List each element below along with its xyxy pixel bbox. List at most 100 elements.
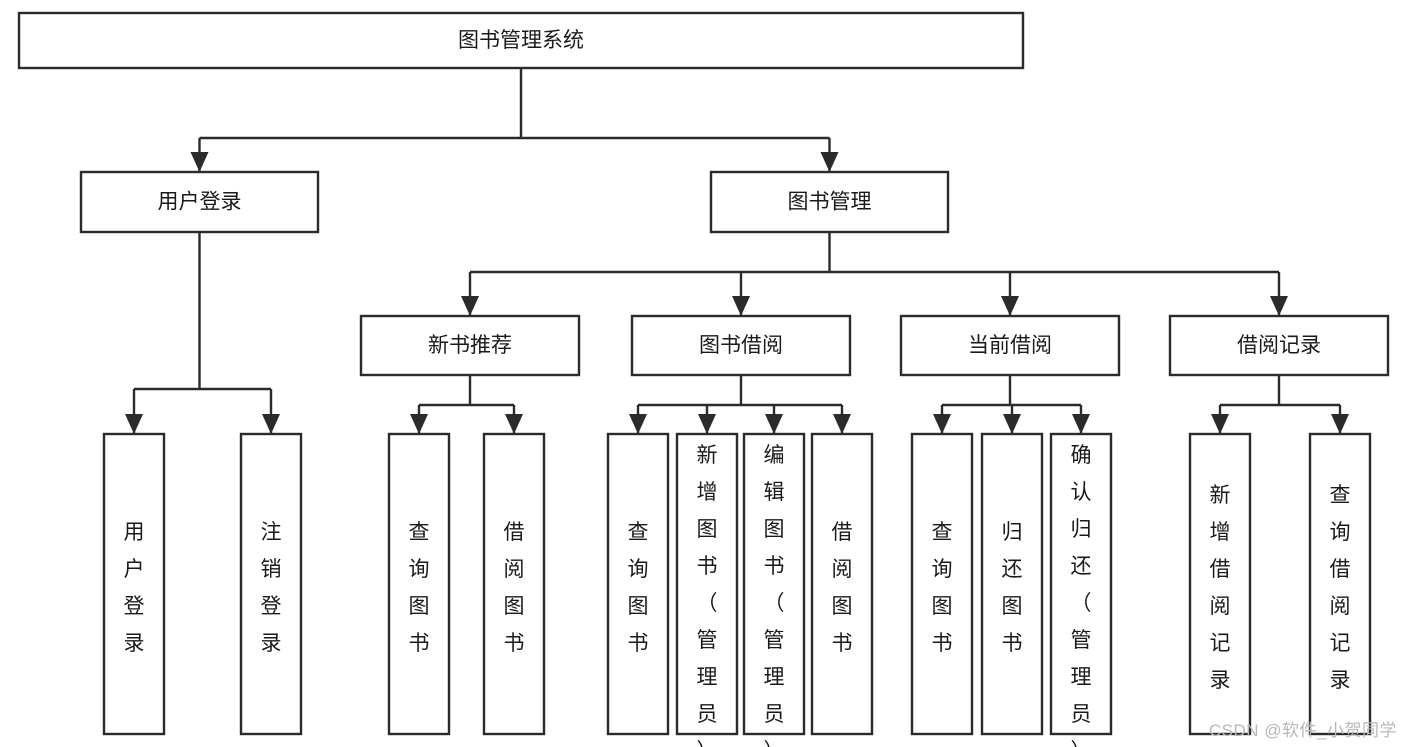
node-label-char: 查 [628, 521, 649, 544]
node-label-char: 录 [1330, 669, 1351, 692]
node-label-char: 借 [832, 521, 853, 544]
node-label-char: 借 [1210, 558, 1231, 581]
node-box [709, 170, 950, 234]
node-box [742, 432, 806, 736]
arrow-head [698, 414, 716, 434]
node-label: 当前借阅 [968, 334, 1052, 357]
arrow-head [505, 414, 523, 434]
node-label-char: 书 [628, 632, 649, 655]
arrow-head [1072, 414, 1090, 434]
node-box [810, 432, 874, 736]
node-label-char: 询 [409, 558, 430, 581]
node-box [79, 170, 320, 234]
node-box [1308, 432, 1372, 736]
node-box [910, 432, 974, 736]
node-box [980, 432, 1044, 736]
node-box [482, 432, 546, 736]
node-borrow-record[interactable]: 借阅记录 [1168, 314, 1390, 377]
node-box [630, 314, 852, 377]
node-label-char: 理 [697, 666, 718, 689]
node-label-char: 书 [832, 632, 853, 655]
node-label-char: ） [764, 740, 785, 747]
node-label-char: 借 [504, 521, 525, 544]
node-label-char: 书 [504, 632, 525, 655]
node-label-char: 登 [261, 595, 282, 618]
arrow-head [461, 296, 479, 316]
node-label-char: 管 [1071, 629, 1092, 652]
node-label-char: 理 [1071, 666, 1092, 689]
node-label-char: 图 [697, 518, 718, 541]
node-label-char: 查 [932, 521, 953, 544]
node-layer: 图书管理系统用户登录图书管理新书推荐图书借阅当前借阅借阅记录用户登录注销登录查询… [17, 11, 1390, 747]
node-box [239, 432, 303, 736]
node-box [387, 432, 451, 736]
node-label-char: 认 [1071, 481, 1092, 504]
node-label-char: 理 [764, 666, 785, 689]
node-label: 借阅记录 [1237, 334, 1321, 357]
node-label-char: 录 [261, 632, 282, 655]
node-book-manage[interactable]: 图书管理 [709, 170, 950, 234]
node-label-char: 书 [697, 555, 718, 578]
node-label-char: 编 [764, 444, 785, 467]
node-label-char: 查 [409, 521, 430, 544]
node-label-char: 还 [1002, 558, 1023, 581]
node-label-char: 记 [1330, 632, 1351, 655]
arrow-head [1003, 414, 1021, 434]
node-user-login[interactable]: 用户登录 [79, 170, 320, 234]
node-label-char: 阅 [1330, 595, 1351, 618]
node-label-char: 图 [932, 595, 953, 618]
node-label-char: 图 [832, 595, 853, 618]
node-leaf-user-login[interactable]: 用户登录 [102, 432, 166, 736]
node-label-char: 归 [1002, 521, 1023, 544]
arrow-head [1211, 414, 1229, 434]
arrow-head [1331, 414, 1349, 434]
node-box [1188, 432, 1252, 736]
node-label-char: 员 [1071, 703, 1092, 726]
node-root[interactable]: 图书管理系统 [17, 11, 1025, 70]
node-label-char: 员 [764, 703, 785, 726]
node-box [606, 432, 670, 736]
node-book-borrow[interactable]: 图书借阅 [630, 314, 852, 377]
node-label-char: （ [1071, 592, 1092, 615]
node-label-char: 确 [1071, 444, 1092, 467]
node-box [675, 432, 739, 736]
node-label-char: 户 [124, 558, 145, 581]
arrow-head [1270, 296, 1288, 316]
node-label-char: 书 [409, 632, 430, 655]
node-label-char: 借 [1330, 558, 1351, 581]
node-label-char: 还 [1071, 555, 1092, 578]
node-label-char: 辑 [764, 481, 785, 504]
arrow-head [262, 414, 280, 434]
node-label-char: （ [764, 592, 785, 615]
node-label-char: ） [1071, 740, 1092, 747]
node-label-char: 阅 [832, 558, 853, 581]
node-label-char: 图 [504, 595, 525, 618]
node-new-book-rec[interactable]: 新书推荐 [359, 314, 581, 377]
node-label-char: 图 [409, 595, 430, 618]
node-label-char: 用 [124, 521, 145, 544]
node-label-char: 管 [764, 629, 785, 652]
node-label-char: 新 [1210, 484, 1231, 507]
node-current-borrow[interactable]: 当前借阅 [899, 314, 1121, 377]
node-label-char: 增 [1210, 521, 1231, 544]
arrow-head [1001, 296, 1019, 316]
node-label-char: 录 [1210, 669, 1231, 692]
node-label-char: 询 [628, 558, 649, 581]
node-box [359, 314, 581, 377]
arrow-head [933, 414, 951, 434]
node-box [102, 432, 166, 736]
